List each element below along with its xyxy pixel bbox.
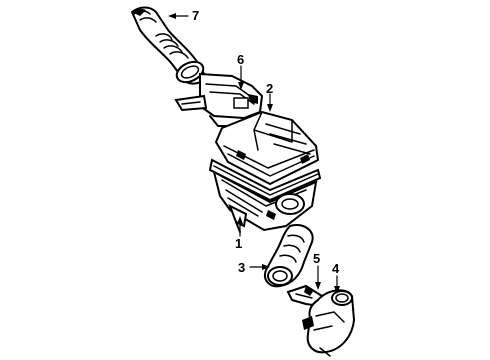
leader-lines bbox=[168, 13, 340, 294]
resonator bbox=[302, 289, 356, 357]
callout-3: 3 bbox=[238, 260, 245, 275]
intake-hose-lower bbox=[264, 224, 314, 288]
callout-5: 5 bbox=[313, 251, 320, 266]
callout-7: 7 bbox=[192, 8, 199, 23]
air-cleaner-gasket bbox=[208, 158, 322, 202]
callout-4: 4 bbox=[332, 261, 340, 276]
air-cleaner-cover bbox=[214, 110, 320, 186]
callout-2: 2 bbox=[266, 81, 273, 96]
callout-1: 1 bbox=[235, 236, 242, 251]
air-cleaner-case bbox=[212, 170, 318, 233]
callout-labels: 7 6 2 1 3 5 4 bbox=[192, 8, 340, 276]
callout-6: 6 bbox=[237, 52, 244, 67]
